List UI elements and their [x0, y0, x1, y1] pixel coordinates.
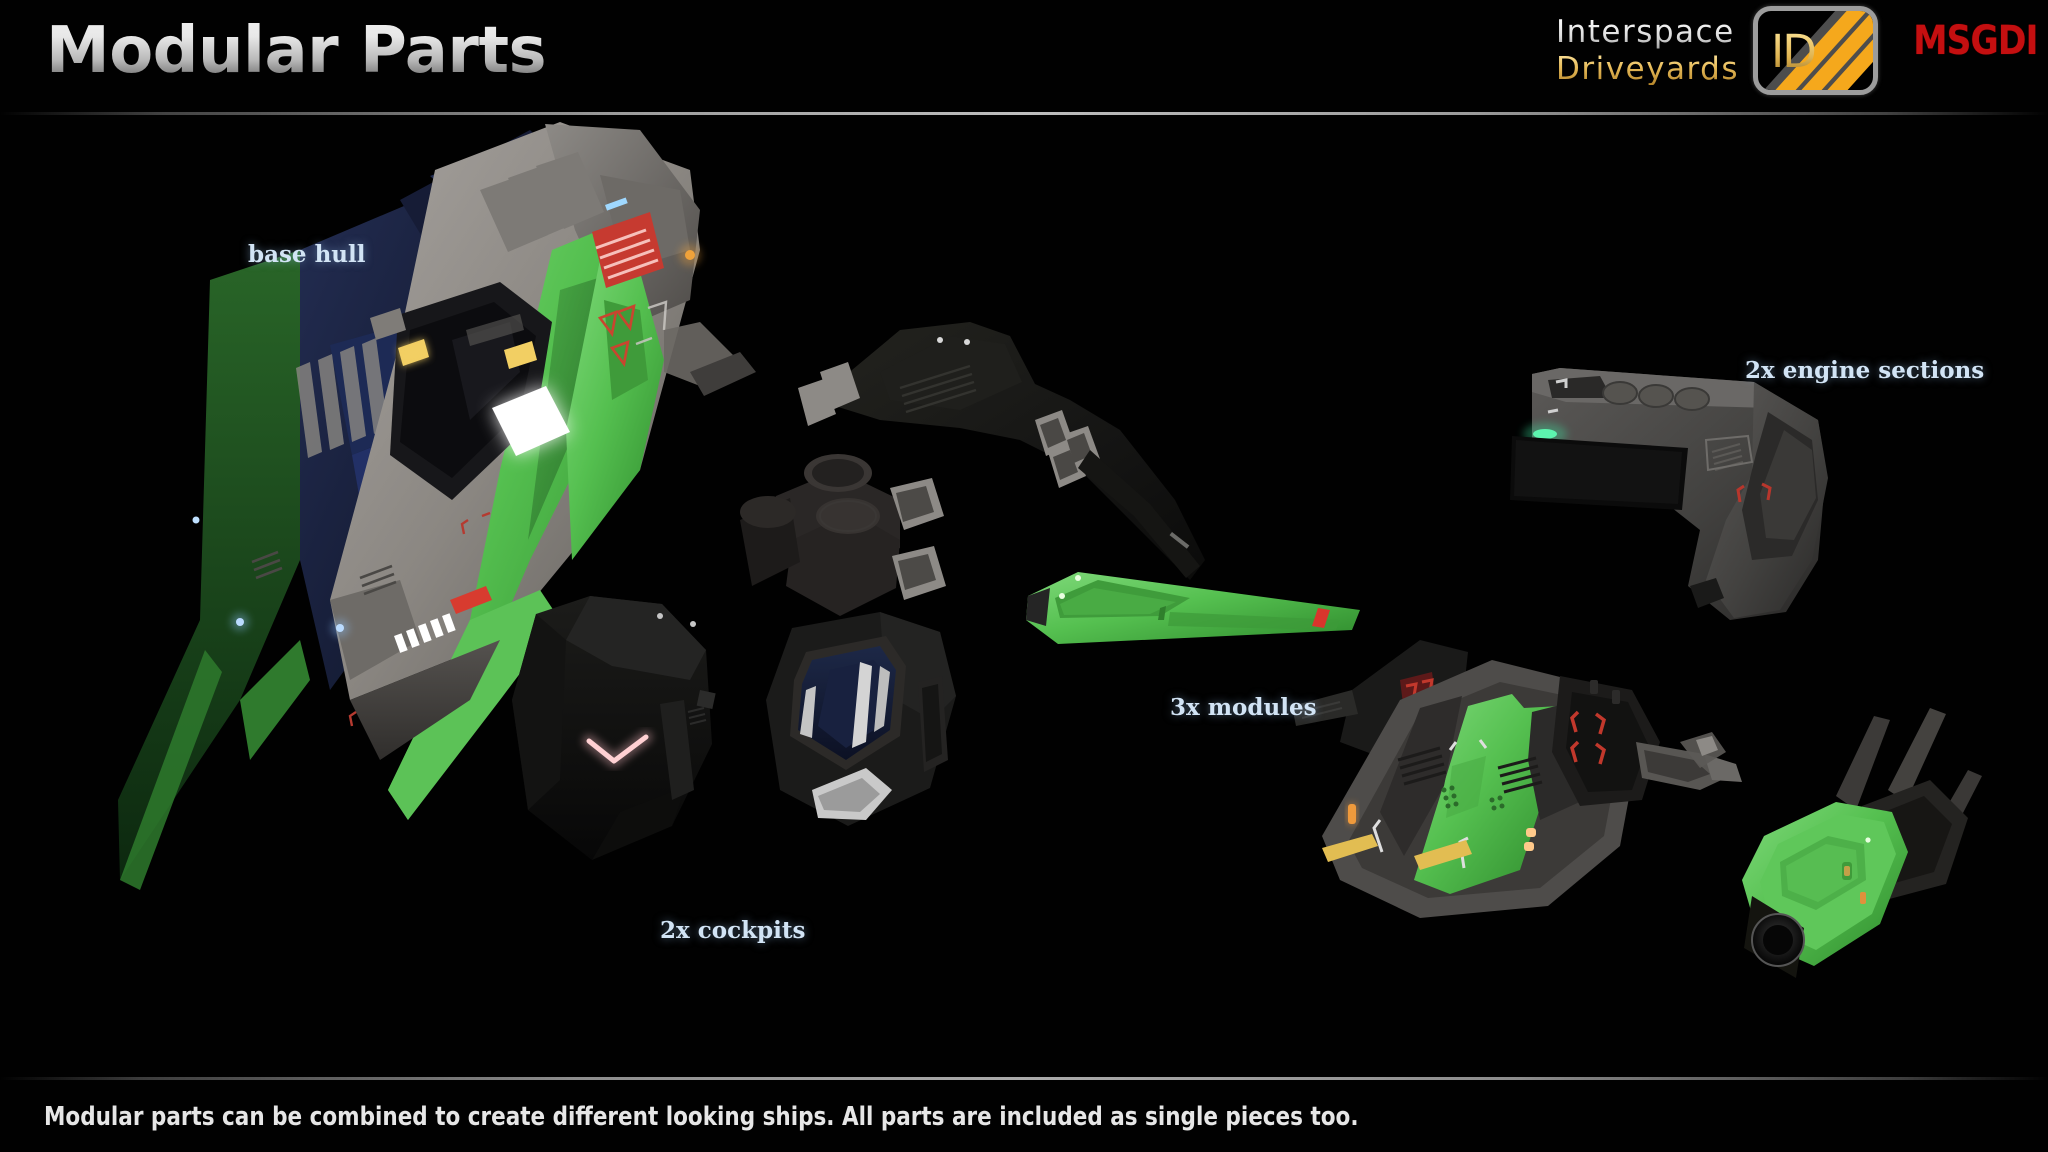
part-module-green-wing[interactable] [1026, 572, 1360, 644]
id-badge-text: ID [1771, 25, 1817, 78]
part-engine-section[interactable] [1510, 368, 1828, 620]
header-bar: Modular Parts Interspace Driveyards ID M… [0, 0, 2048, 118]
label-modules: 3x modules [1170, 694, 1317, 721]
id-badge-icon: ID [1753, 6, 1878, 95]
label-engine-sections: 2x engine sections [1745, 357, 1985, 384]
part-assembled-ship[interactable] [1292, 640, 1742, 918]
page-title: Modular Parts [46, 14, 547, 88]
publisher-logo: MSGDI [1913, 18, 2039, 64]
footer-caption: Modular parts can be combined to create … [44, 1102, 1359, 1132]
part-base-hull[interactable] [118, 122, 756, 890]
brand-logo: Interspace Driveyards ID [1556, 6, 1878, 95]
part-cockpit-canopy[interactable] [766, 612, 956, 826]
brand-line-interspace: Interspace [1556, 16, 1739, 51]
label-base-hull: base hull [248, 241, 366, 268]
part-cockpit-solid[interactable] [512, 596, 716, 860]
label-cockpits: 2x cockpits [660, 917, 806, 944]
part-green-engine-module[interactable] [1680, 708, 1982, 978]
footer-divider [0, 1077, 2048, 1080]
part-module-dark-wing[interactable] [798, 322, 1205, 580]
brand-wordmark: Interspace Driveyards [1555, 16, 1739, 87]
brand-line-driveyards: Driveyards [1555, 50, 1739, 87]
part-module-thruster-cluster[interactable] [740, 454, 946, 616]
header-divider [0, 112, 2048, 115]
